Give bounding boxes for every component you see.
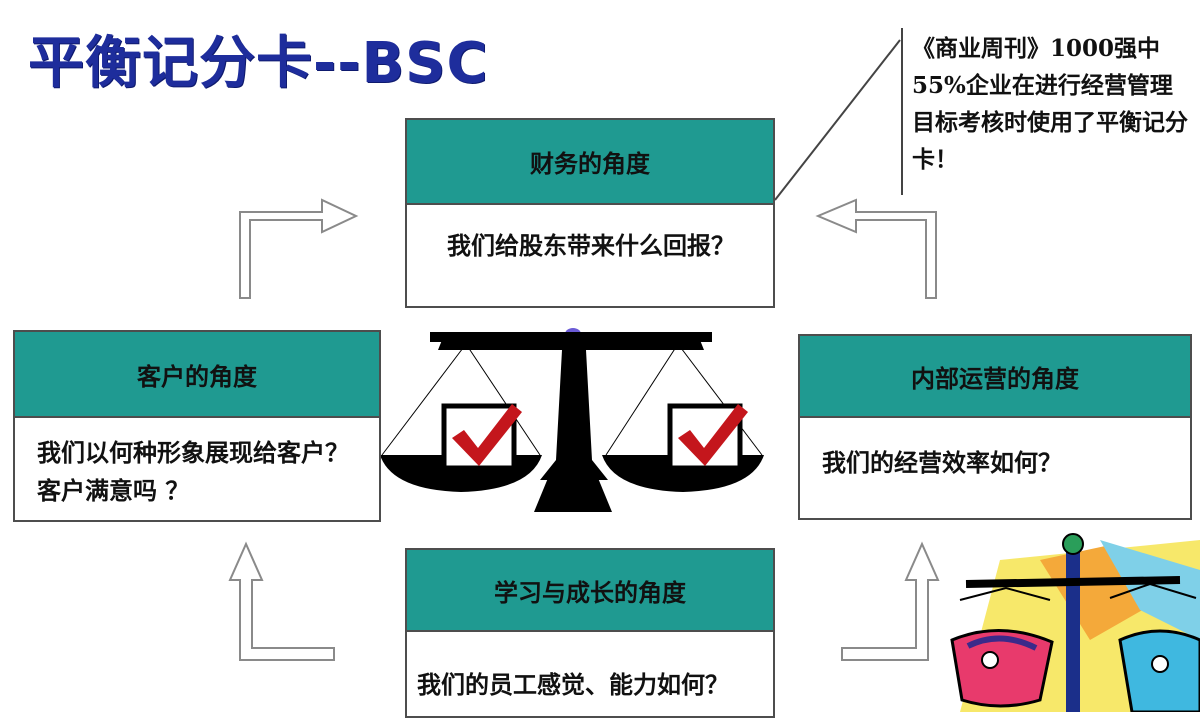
- learning-heading: 学习与成长的角度: [407, 550, 773, 632]
- learning-perspective-box: 学习与成长的角度 我们的员工感觉、能力如何？: [405, 548, 775, 718]
- financial-heading: 财务的角度: [407, 120, 773, 205]
- checkmark-icon: [452, 404, 522, 466]
- page-title: 平衡记分卡--BSC: [28, 31, 489, 96]
- arrow-customer-to-financial: [239, 198, 359, 299]
- internal-perspective-box: 内部运营的角度 我们的经营效率如何？: [798, 334, 1192, 520]
- colorful-scale-illustration: [950, 533, 1200, 712]
- arrow-learning-to-customer: [228, 541, 335, 661]
- learning-question: 我们的员工感觉、能力如何？: [417, 670, 729, 699]
- customer-perspective-box: 客户的角度 我们以何种形象展现给客户？客户满意吗 ？: [13, 330, 381, 522]
- customer-question: 我们以何种形象展现给客户？客户满意吗 ？: [37, 438, 349, 505]
- arrow-learning-to-internal: [841, 541, 940, 661]
- checkmark-icon: [678, 404, 748, 466]
- financial-question: 我们给股东带来什么回报？: [447, 231, 735, 260]
- arrow-internal-to-financial: [815, 198, 937, 299]
- callout-line: [774, 39, 901, 201]
- internal-question: 我们的经营效率如何？: [822, 448, 1062, 477]
- customer-heading: 客户的角度: [15, 332, 379, 418]
- internal-heading: 内部运营的角度: [800, 336, 1190, 418]
- callout-note: 《商业周刊》1000强中55%企业在进行经营管理目标考核时使用了平衡记分卡！: [912, 35, 1188, 173]
- financial-perspective-box: 财务的角度 我们给股东带来什么回报？: [405, 118, 775, 308]
- balance-scale-icon: [380, 328, 764, 512]
